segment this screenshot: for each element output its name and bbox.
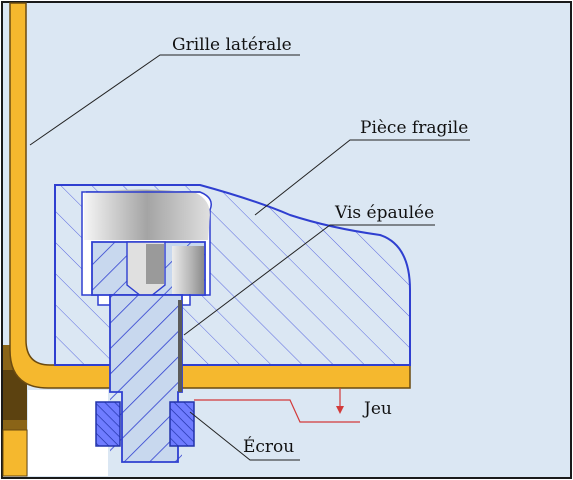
screw-head-shade: [172, 246, 204, 294]
grille-laterale: [9, 2, 411, 389]
label-grille: Grille latérale: [172, 35, 292, 55]
label-piece: Pièce fragile: [360, 118, 468, 138]
label-vis: Vis épaulée: [334, 203, 434, 223]
leader-lines: [29, 54, 470, 461]
ecrou-nut: [95, 401, 195, 447]
cup-surface: [84, 189, 210, 240]
jeu-indicator: [194, 388, 360, 423]
white-strip: [28, 390, 108, 476]
label-jeu: Jeu: [362, 399, 392, 419]
label-ecrou: Écrou: [243, 436, 294, 457]
